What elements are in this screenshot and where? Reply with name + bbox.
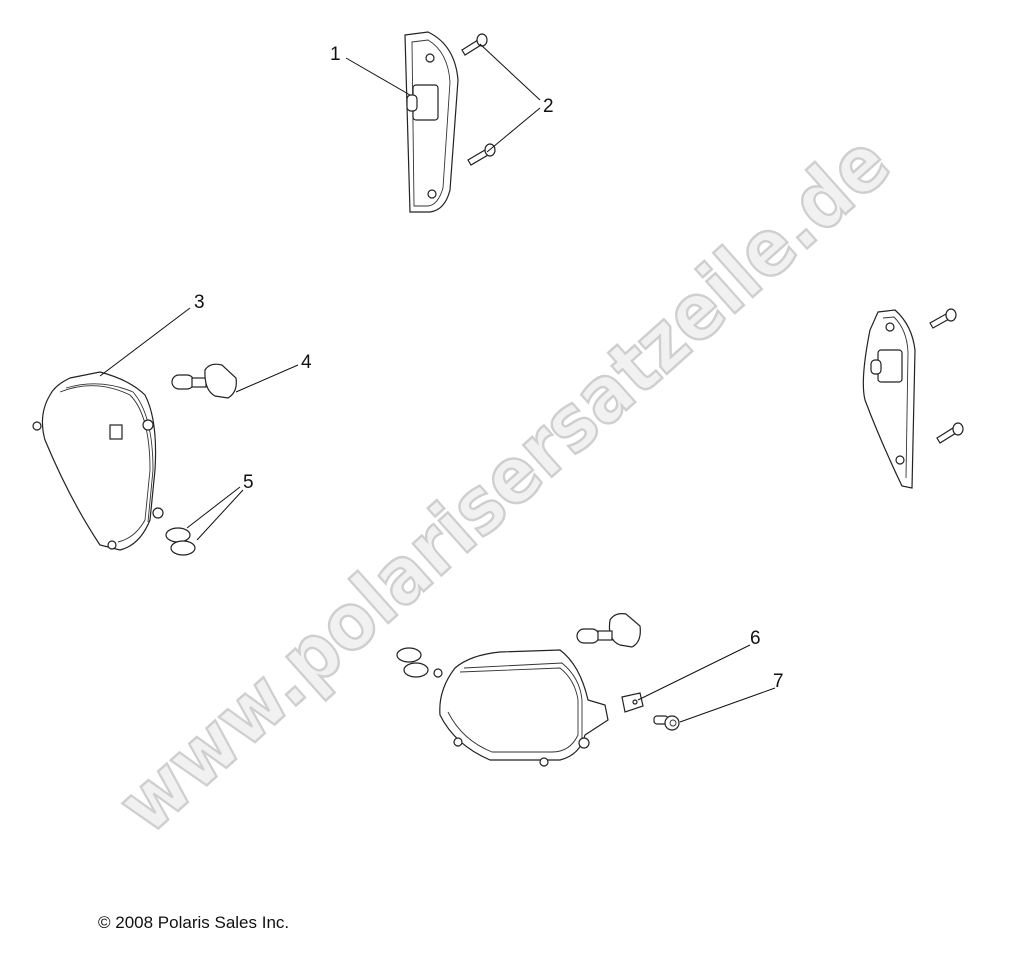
callout-4: 4: [301, 352, 312, 373]
clip-nut: [621, 692, 644, 713]
callout-3: 3: [194, 292, 205, 313]
side-reflector-right: [862, 308, 964, 489]
callout-2: 2: [543, 96, 554, 117]
bulb-left: [171, 363, 237, 399]
bolt: [653, 715, 680, 731]
callout-1: 1: [330, 44, 341, 65]
copyright-notice: © 2008 Polaris Sales Inc.: [98, 913, 290, 932]
screw-bottom: [467, 143, 496, 166]
leader-lines: [99, 43, 776, 723]
callout-6: 6: [750, 628, 761, 649]
o-rings-left: [165, 527, 196, 556]
headlight-left: [32, 371, 164, 551]
callout-5: 5: [243, 472, 254, 493]
callout-7: 7: [773, 671, 784, 692]
headlight-bottom: [396, 613, 641, 767]
screw-top: [461, 33, 488, 56]
side-reflector-top: [404, 31, 459, 213]
